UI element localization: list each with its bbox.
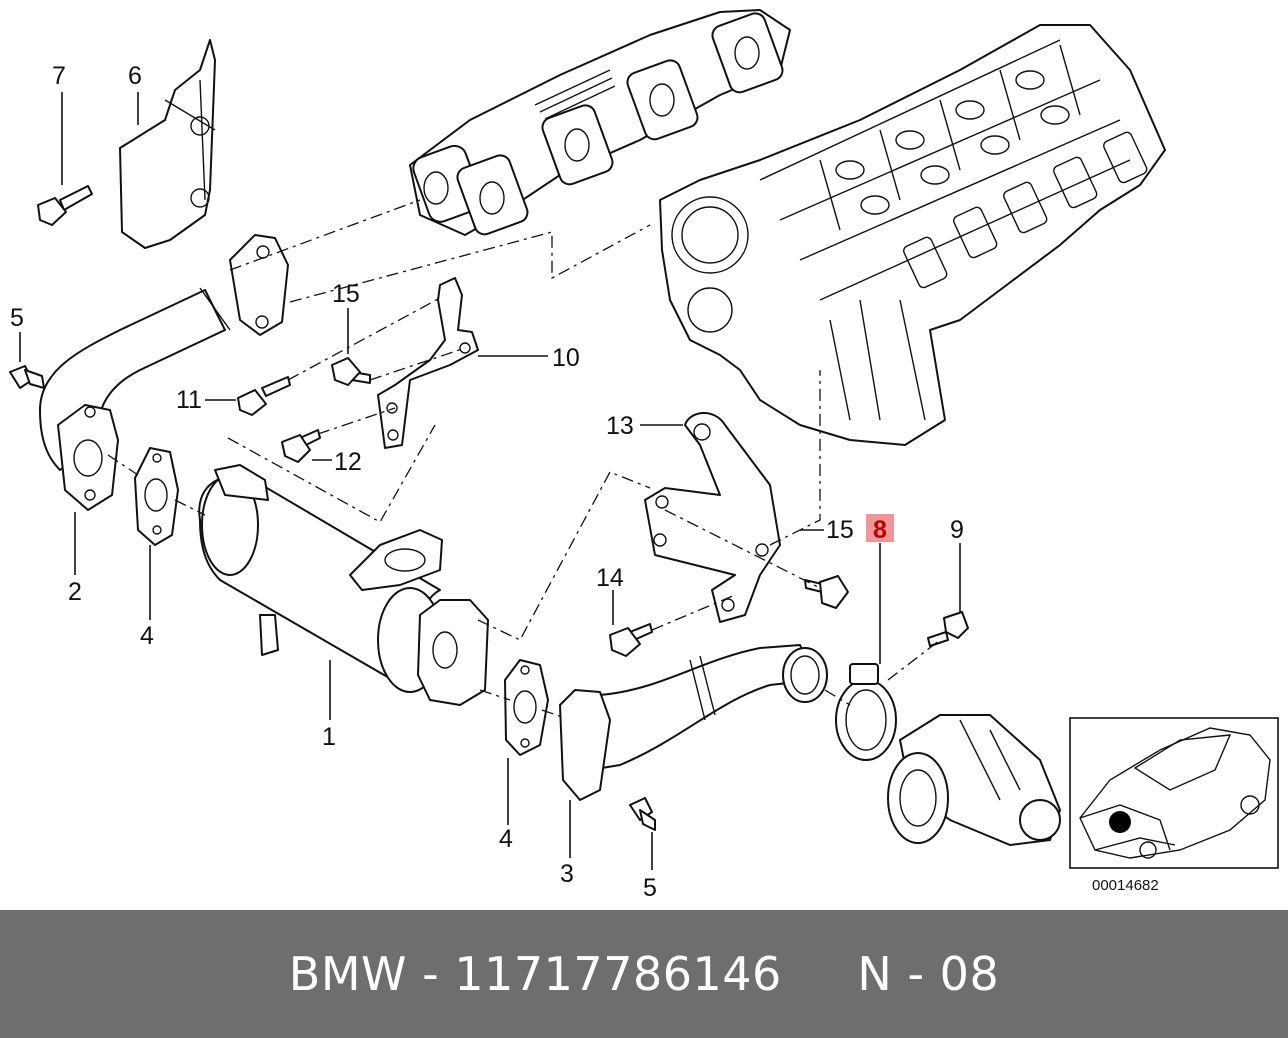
callout-13: 13 [606, 412, 634, 440]
bolt-14 [609, 623, 653, 657]
egr-pipe-2 [39, 234, 289, 511]
callout-15-lower: 15 [826, 516, 854, 544]
callout-11: 11 [176, 386, 202, 414]
highlight-box [866, 514, 894, 542]
bolt-9 [927, 611, 969, 647]
vehicle-location-inset [1069, 717, 1279, 869]
callout-12: 12 [334, 448, 362, 476]
callout-5-left: 5 [10, 304, 24, 332]
footer-separator: - [422, 947, 440, 1001]
callout-4-right: 4 [499, 825, 513, 853]
bolt-11 [237, 376, 291, 416]
callout-8-highlighted: 8 [873, 516, 887, 544]
callout-15-upper: 15 [332, 280, 360, 308]
gasket-4-right [504, 659, 549, 756]
exhaust-manifold [409, 9, 791, 236]
bolt-7 [37, 185, 93, 226]
callout-7: 7 [52, 62, 66, 90]
bolt-15-upper [331, 357, 371, 386]
reference-code: 00014682 [1092, 877, 1159, 894]
clamp-8 [835, 663, 897, 761]
bracket-10 [377, 277, 479, 449]
callout-6: 6 [128, 62, 142, 90]
callout-1: 1 [322, 723, 336, 751]
bolt-15-lower [804, 575, 849, 609]
part-number-footer: BMW - 11717786146 N - 08 [0, 910, 1288, 1038]
assembly-lines [107, 199, 941, 719]
exploded-view-svg: 7 6 5 15 10 11 12 13 15 8 9 14 2 4 1 4 3… [9, 9, 1279, 902]
gasket-4-left [134, 447, 179, 546]
callout-5-bottom: 5 [643, 874, 657, 902]
callout-2: 2 [68, 578, 82, 606]
egr-cooler-1 [198, 464, 489, 706]
cylinder-head [659, 24, 1166, 446]
screw-5-bottom [629, 797, 656, 831]
egr-valve [887, 714, 1061, 846]
egr-pipe-3 [559, 644, 828, 801]
parts-diagram: 7 6 5 15 10 11 12 13 15 8 9 14 2 4 1 4 3… [9, 9, 1279, 902]
callout-3: 3 [560, 860, 574, 888]
bracket-6 [119, 39, 216, 249]
footer-part-number: 11717786146 [454, 947, 782, 1001]
bolt-12 [281, 429, 321, 463]
callouts: 7 6 5 15 10 11 12 13 15 8 9 14 2 4 1 4 3… [10, 62, 964, 902]
callout-4-left: 4 [140, 622, 154, 650]
footer-brand: BMW [288, 947, 407, 1001]
footer-position: N - 08 [857, 947, 1000, 1001]
screw-5-left [9, 365, 45, 389]
callout-9: 9 [950, 516, 964, 544]
callout-10: 10 [552, 344, 580, 372]
bracket-13 [644, 412, 781, 623]
leader-lines [19, 92, 961, 870]
callout-14: 14 [596, 564, 624, 592]
